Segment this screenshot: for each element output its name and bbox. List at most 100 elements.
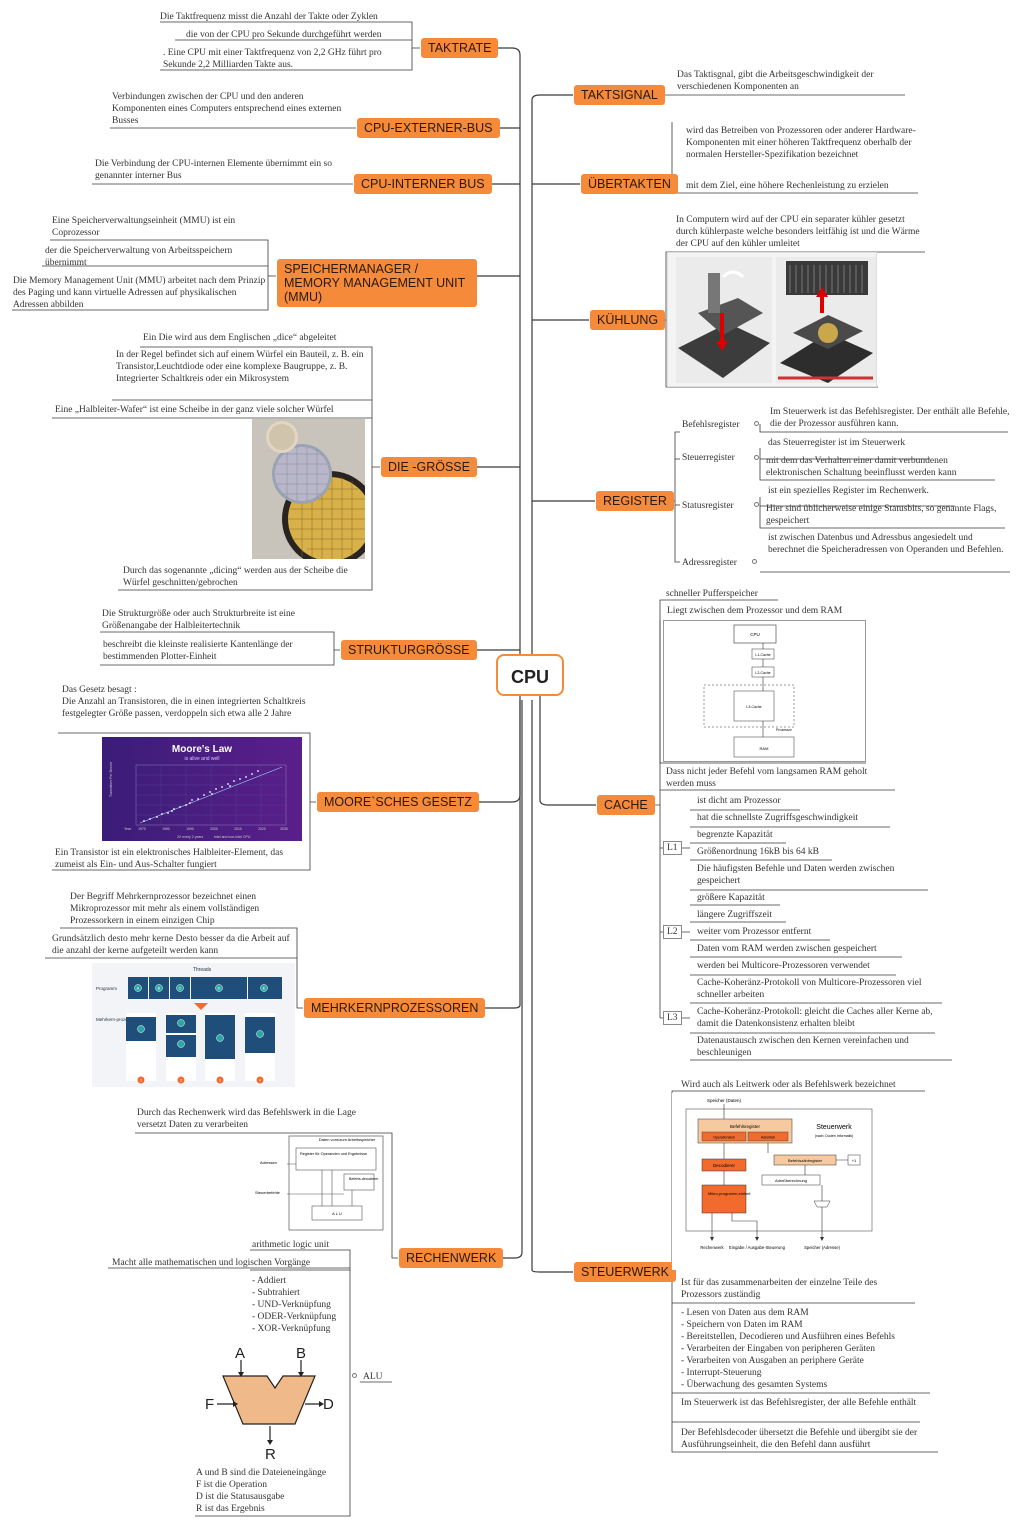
topic-cache[interactable]: CACHE <box>597 795 655 815</box>
moore-image-subtitle: is alive and well <box>184 756 219 762</box>
cache-item-3: Dass nicht jeder Befehl vom langsamen RA… <box>666 767 868 789</box>
rechenwerk-diag-alu: A L U <box>332 1211 342 1216</box>
register-adress-label: Adressregister <box>682 558 737 568</box>
alu-input-f: F <box>205 1396 214 1413</box>
moore-footer: Ein Transistor ist ein elektronisches Ha… <box>55 848 284 870</box>
topic-strukturgroesse[interactable]: STRUKTURGRÖSSE <box>341 640 477 660</box>
register-steuer-text-2: mit dem das Verhalten einer damit verbun… <box>766 456 957 478</box>
cache-diag-l1: L1-Cache <box>755 653 770 657</box>
rechenwerk-diag-top: Daten vom/zum Arbeitsspeicher <box>319 1137 376 1142</box>
rechenwerk-diagram: Daten vom/zum Arbeitsspeicher Register f… <box>252 1134 387 1234</box>
steuerwerk-diag-title: Steuerwerk <box>816 1124 852 1131</box>
struktur-text-2: beschreibt die kleinste realisierte Kant… <box>103 640 293 662</box>
register-befehl-text: Im Steuerwerk ist das Befehlsregister. D… <box>770 407 1010 429</box>
steuerwerk-diag-eingabe: Eingabe / Ausgabe-Steuerung <box>729 1245 786 1250</box>
mmu-text-1: Eine Speicherverwaltungseinheit (MMU) is… <box>52 216 236 238</box>
topic-kuehlung[interactable]: KÜHLUNG <box>590 310 666 330</box>
steuerwerk-item-2: - Lesen von Daten aus dem RAM - Speicher… <box>681 1308 895 1390</box>
rechenwerk-diag-adressen: Adressen <box>260 1160 277 1165</box>
kuehlung-text: In Computern wird auf der CPU ein separa… <box>676 215 920 249</box>
topic-cpu-externer-bus[interactable]: CPU-EXTERNER-BUS <box>357 118 500 138</box>
multicore-core-3: 3 <box>219 1078 222 1083</box>
cache-item-1: schneller Pufferspeicher <box>666 589 758 599</box>
uebertakten-text-1: wird das Betreiben von Prozessoren oder … <box>686 126 916 160</box>
cache-diag-l3: L3-Cache <box>746 705 761 709</box>
cache-l2-2: längere Zugriffszeit <box>697 910 772 920</box>
register-status-label: Statusregister <box>682 501 734 511</box>
steuerwerk-diag-decodierer: Decodierer <box>713 1163 736 1168</box>
steuerwerk-diag-adressteil: Adreßteil <box>761 1136 775 1140</box>
moores-law-chart-image: Moore's Law is alive and well Transistor… <box>102 737 302 841</box>
multicore-thread-d: D <box>218 986 221 991</box>
moore-legend-1: 2X every 2 years <box>177 835 204 839</box>
topic-mehrkernprozessoren[interactable]: MEHRKERNPROZESSOREN <box>304 998 486 1018</box>
register-steuer-text-1: das Steuerregister ist im Steuerwerk <box>768 438 906 448</box>
multicore-thread-a: A <box>137 986 140 991</box>
topic-uebertakten[interactable]: ÜBERTAKTEN <box>581 174 678 194</box>
topic-moores-gesetz[interactable]: MOORE`SCHES GESETZ <box>317 792 479 812</box>
taktrate-text-2: die von der CPU pro Sekunde durchgeführt… <box>186 30 382 40</box>
alu-label: ALU <box>363 1372 383 1382</box>
multicore-core-2: 2 <box>180 1078 183 1083</box>
multicore-core-4: 4 <box>259 1078 262 1083</box>
wafer-image <box>252 419 365 559</box>
cache-hierarchy-diagram: CPU L1-Cache L2-Cache L3-Cache Prozessor… <box>663 620 866 762</box>
alu-node <box>352 1373 357 1378</box>
register-adress-text: ist zwischen Datenbus und Adressbus ange… <box>768 533 1004 555</box>
steuerwerk-diag-adressberechnung: Adreßberechnung <box>775 1178 807 1183</box>
alu-caption: A und B sind die Dateieneingänge F ist d… <box>196 1468 327 1514</box>
multicore-mehrkern-label: Mehrkern-prozessor <box>96 1017 137 1022</box>
register-befehl-node <box>754 421 759 426</box>
cache-l1-3: begrenzte Kapazität <box>697 830 773 840</box>
moore-tick-2030: 2030 <box>280 827 288 831</box>
taktsignal-text: Das Taktisgnal, gibt die Arbeitsgeschwin… <box>677 70 874 92</box>
steuerwerk-diag-operationsteil: Operationsteil <box>713 1136 735 1140</box>
alu-output-r: R <box>265 1446 276 1463</box>
topic-register[interactable]: REGISTER <box>596 491 674 511</box>
mmu-text-2: der die Speicherverwaltung von Arbeitssp… <box>45 246 233 268</box>
mehrkern-intro: Der Begriff Mehrkernprozessor bezeichnet… <box>70 892 260 926</box>
moore-tick-2000: 2000 <box>210 827 218 831</box>
topic-mmu[interactable]: SPEICHERMANAGER / MEMORY MANAGEMENT UNIT… <box>277 259 477 307</box>
alu-input-b: B <box>296 1345 306 1362</box>
multicore-image: Threads Programm Mehrkern-prozessor A B … <box>92 963 295 1087</box>
cache-l1-1: ist dicht am Prozessor <box>697 796 781 806</box>
mmu-text-3: Die Memory Management Unit (MMU) arbeite… <box>13 276 266 310</box>
cache-l2-1: größere Kapazität <box>697 893 765 903</box>
multicore-programm-label: Programm <box>96 986 117 991</box>
steuerwerk-diag-rechenwerk: Rechenwerk <box>700 1245 724 1250</box>
taktrate-text-3: . Eine CPU mit einer Taktfrequenz von 2,… <box>163 48 382 70</box>
cache-l2-label: L2 <box>663 925 682 939</box>
steuerwerk-diag-plus1: +1 <box>852 1158 857 1163</box>
cache-item-2: Liegt zwischen dem Prozessor und dem RAM <box>667 606 843 616</box>
cache-l3-1: werden bei Multicore-Prozessoren verwend… <box>697 961 870 971</box>
topic-steuerwerk[interactable]: STEUERWERK <box>574 1262 676 1282</box>
topic-cpu-interner-bus[interactable]: CPU-INTERNER BUS <box>354 174 492 194</box>
alu-item-1: arithmetic logic unit <box>252 1240 330 1250</box>
cache-l3-2: Cache-Koheränz-Protokoll von Multicore-P… <box>697 978 922 1000</box>
moore-tick-1990: 1990 <box>186 827 194 831</box>
die-text-3: Eine „Halbleiter-Wafer“ ist eine Scheibe… <box>55 405 334 415</box>
cpu-intern-text: Die Verbindung der CPU-internen Elemente… <box>95 159 333 181</box>
central-topic-cpu[interactable]: CPU <box>496 654 564 696</box>
multicore-thread-b: B <box>158 986 161 991</box>
topic-taktsignal[interactable]: TAKTSIGNAL <box>574 85 665 105</box>
topic-die-groesse[interactable]: DIE -GRÖSSE <box>381 457 477 477</box>
cache-diag-ram: RAM <box>760 746 769 751</box>
moore-intro: Das Gesetz besagt : Die Anzahl an Transi… <box>62 685 306 719</box>
cache-l3-3: Cache-Koheränz-Protokoll: gleicht die Ca… <box>697 1007 933 1029</box>
cache-diag-prozessor: Prozessor <box>776 728 793 732</box>
steuerwerk-diag-sub: (nach: Duden Informatik) <box>815 1134 854 1138</box>
cache-l1-2: hat die schnellste Zugriffsgeschwindigke… <box>697 813 859 823</box>
moore-tick-1970: 1970 <box>138 827 146 831</box>
mehrkern-note: Grundsätzlich desto mehr kerne Desto bes… <box>52 934 290 956</box>
die-text-1: Ein Die wird aus dem Englischen „dice“ a… <box>143 333 337 343</box>
moore-legend-2: Intel and non-Intel CPU <box>214 835 251 839</box>
cache-l3-label: L3 <box>663 1011 682 1025</box>
alu-item-2: Macht alle mathematischen und logischen … <box>112 1258 311 1268</box>
register-befehl-label: Befehlsregister <box>682 420 740 430</box>
topic-taktrate[interactable]: TAKTRATE <box>421 38 499 58</box>
taktrate-text-1: Die Taktfrequenz misst die Anzahl der Ta… <box>160 12 378 22</box>
topic-rechenwerk[interactable]: RECHENWERK <box>399 1248 504 1268</box>
